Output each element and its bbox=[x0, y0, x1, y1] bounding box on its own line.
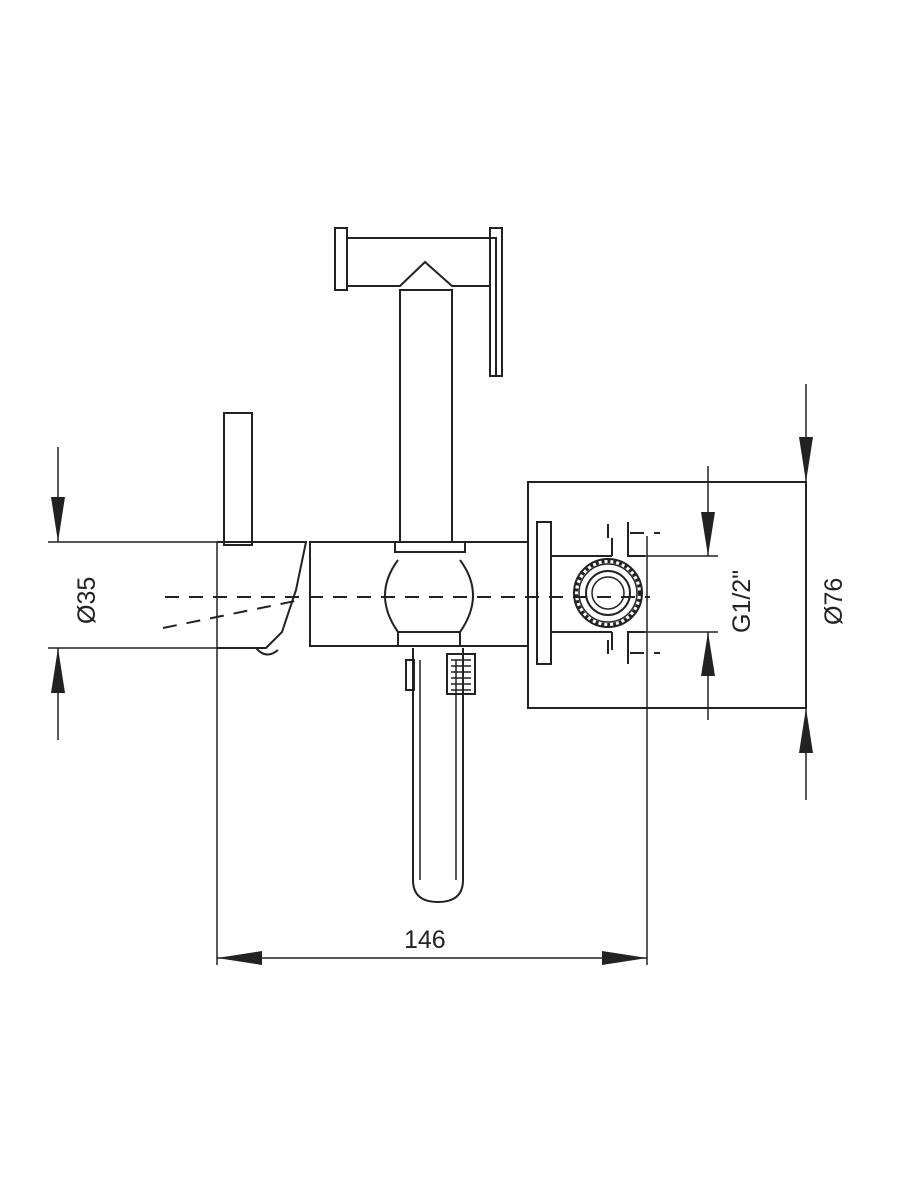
width-label: 146 bbox=[404, 926, 446, 954]
flange-diameter-dimension: Ø76 bbox=[799, 384, 848, 800]
wall-flange bbox=[527, 481, 807, 709]
hose-loop bbox=[405, 648, 476, 904]
thread-label: G1/2" bbox=[728, 570, 756, 633]
thread-dimension: G1/2" bbox=[645, 466, 756, 720]
connector-thread bbox=[573, 558, 643, 628]
pipe-diameter-label: Ø35 bbox=[73, 577, 101, 624]
flange-diameter-label: Ø76 bbox=[820, 578, 848, 625]
lever-handle bbox=[223, 412, 253, 546]
mixer-body bbox=[217, 541, 529, 656]
width-dimension: 146 bbox=[216, 536, 648, 965]
spray-head bbox=[334, 227, 503, 543]
pipe-diameter-dimension: Ø35 bbox=[48, 447, 217, 740]
centerlines bbox=[162, 524, 660, 662]
